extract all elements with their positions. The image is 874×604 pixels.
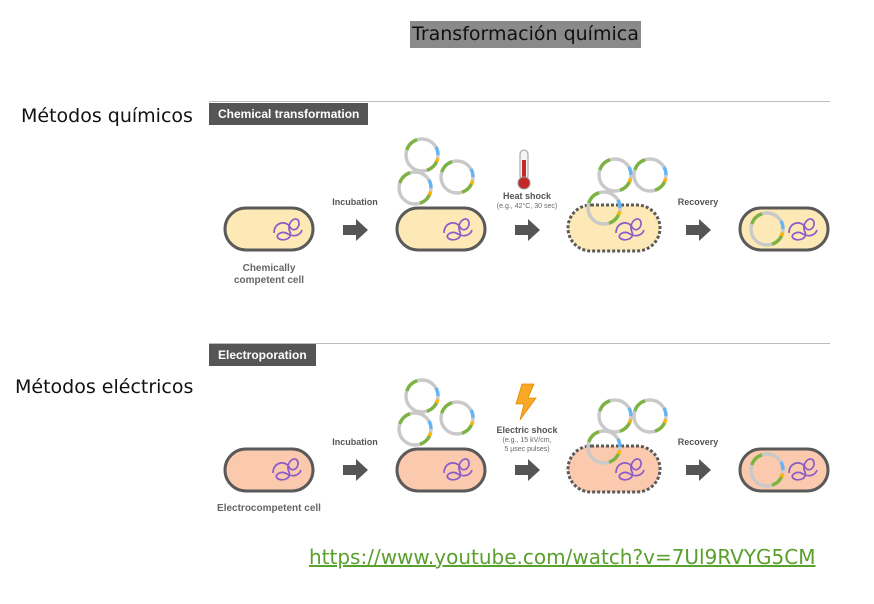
chem-cell-1	[223, 206, 315, 252]
electro-cell-3	[566, 444, 662, 494]
electro-shock-label: Electric shock	[496, 425, 558, 435]
chem-shock-label: Heat shock	[502, 191, 552, 201]
lightning-icon	[515, 383, 537, 421]
chemical-methods-label: Métodos químicos	[21, 105, 193, 127]
electro-cell-4	[738, 447, 830, 493]
chem-cell-caption-line2: competent cell	[233, 275, 305, 286]
chem-cell-2	[395, 206, 487, 252]
electro-recovery-label: Recovery	[677, 437, 719, 447]
thermometer-icon	[517, 149, 531, 190]
electro-shock-detail-line1: (e.g., 15 kV/cm,	[502, 437, 552, 444]
chem-arrow-1	[343, 219, 368, 241]
chem-cell-4	[738, 206, 830, 252]
chem-arrow-2	[515, 219, 540, 241]
electro-arrow-3	[686, 459, 711, 481]
chem-incubation-label: Incubation	[332, 197, 378, 207]
electro-cell-caption: Electrocompetent cell	[217, 503, 321, 514]
electro-cell-2	[395, 447, 487, 493]
chem-plasmids-free	[397, 137, 475, 206]
electro-arrow-2	[515, 459, 540, 481]
electro-band-rule	[209, 343, 830, 344]
chemical-band-rule	[209, 101, 830, 102]
electro-plasmids-free	[397, 378, 475, 447]
electro-band-tag: Electroporation	[209, 344, 316, 366]
electro-shock-detail-line2: 5 µsec pulses)	[504, 446, 550, 453]
slide-title: Transformación química	[410, 21, 641, 48]
chem-cell-caption-line1: Chemically	[242, 263, 296, 274]
electrical-methods-label: Métodos eléctricos	[15, 376, 194, 398]
chem-recovery-label: Recovery	[677, 197, 719, 207]
youtube-link[interactable]: https://www.youtube.com/watch?v=7Ul9RVYG…	[309, 545, 816, 569]
electro-arrow-1	[343, 459, 368, 481]
chem-shock-detail: (e.g., 42°C, 30 sec)	[496, 203, 558, 210]
chemical-band-tag: Chemical transformation	[209, 103, 369, 125]
electro-incubation-label: Incubation	[332, 437, 378, 447]
chem-arrow-3	[686, 219, 711, 241]
chem-cell-3	[566, 203, 662, 253]
electro-cell-1	[223, 447, 315, 493]
